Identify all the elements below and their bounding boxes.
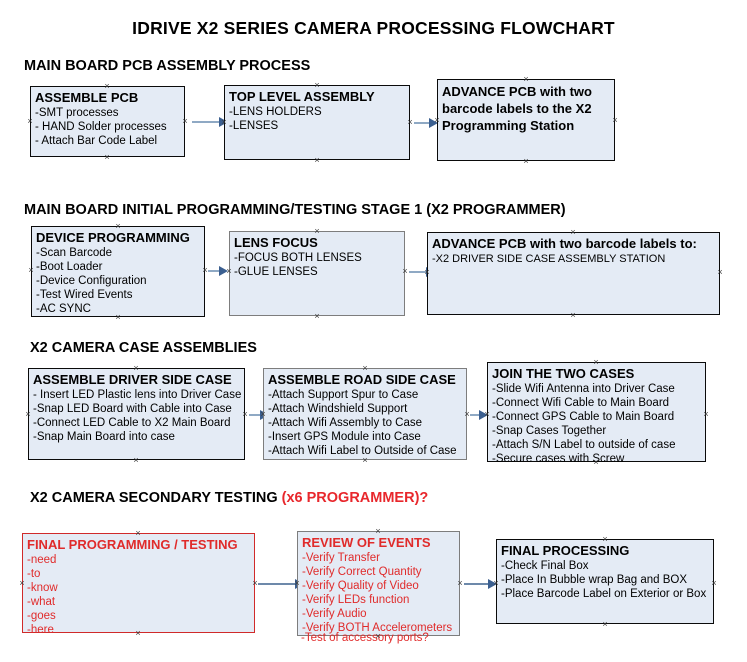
node-review-of-events[interactable]: REVIEW OF EVENTS -Verify Transfer -Verif… <box>297 531 460 636</box>
arrow-device-programming-to-lens-focus <box>208 266 228 276</box>
node-line: -Boot Loader <box>36 261 103 273</box>
arrow-assemble-pcb-to-top-level-assembly <box>192 117 228 127</box>
node-title: REVIEW OF EVENTS <box>302 535 431 550</box>
node-line: -Verify Audio <box>302 608 367 620</box>
node-title: FINAL PROCESSING <box>501 543 630 558</box>
node-line: -FOCUS BOTH LENSES <box>234 252 362 264</box>
node-title: ADVANCE PCB with two barcode labels to: <box>432 236 697 251</box>
node-line: -Verify Correct Quantity <box>302 566 422 578</box>
arrow-final-programming-to-review-of-events <box>258 579 304 589</box>
node-assemble-road-side-case[interactable]: ASSEMBLE ROAD SIDE CASE -Attach Support … <box>263 368 467 460</box>
node-line: -Attach Wifi Label to Outside of Case <box>268 445 457 457</box>
node-line: -to <box>27 568 41 580</box>
arrow-review-of-events-to-final-processing <box>464 579 497 589</box>
node-top-level-assembly[interactable]: TOP LEVEL ASSEMBLY -LENS HOLDERS -LENSES <box>224 85 410 160</box>
section-header-x2-camera-secondary-testing: X2 CAMERA SECONDARY TESTING (x6 PROGRAMM… <box>30 490 428 506</box>
node-line: - Insert LED Plastic lens into Driver Ca… <box>33 389 242 401</box>
node-line: -Snap Main Board into case <box>33 431 175 443</box>
node-line: -Verify Quality of Video <box>302 580 419 592</box>
node-line: -what <box>27 596 56 608</box>
node-line: -here <box>27 624 54 636</box>
node-line: -Attach S/N Label to outside of case <box>492 439 676 451</box>
node-title: ASSEMBLE PCB <box>35 90 139 105</box>
node-line: -Place Barcode Label on Exterior or Box <box>501 588 707 600</box>
node-title: FINAL PROGRAMMING / TESTING <box>27 537 238 552</box>
node-line: -Secure cases with Screw <box>492 453 625 465</box>
node-title: TOP LEVEL ASSEMBLY <box>229 89 375 104</box>
node-line: -Connect LED Cable to X2 Main Board <box>33 417 231 429</box>
node-line: -Verify Transfer <box>302 552 380 564</box>
node-line: -Place In Bubble wrap Bag and BOX <box>501 574 688 586</box>
node-line: - HAND Solder processes <box>35 121 167 133</box>
node-join-the-two-cases[interactable]: JOIN THE TWO CASES -Slide Wifi Antenna i… <box>487 362 706 465</box>
node-line: -Connect Wifi Cable to Main Board <box>492 397 670 409</box>
section-header-accent: (x6 PROGRAMMER)? <box>281 490 429 506</box>
section-header-main-board-initial-programming-testing-stage-1: MAIN BOARD INITIAL PROGRAMMING/TESTING S… <box>24 202 566 218</box>
node-line: -know <box>27 582 58 594</box>
node-line: -Verify BOTH Accelerometers <box>302 622 453 634</box>
arrow-lens-focus-to-advance-pcb <box>409 267 435 277</box>
node-line: -SMT processes <box>35 107 119 119</box>
section-header-x2-camera-case-assemblies: X2 CAMERA CASE ASSEMBLIES <box>30 340 257 356</box>
arrow-top-level-assembly-to-advance-pcb <box>414 118 438 128</box>
node-line: -Scan Barcode <box>36 247 113 259</box>
node-line: -LENSES <box>229 120 279 132</box>
node-line-overflow: -Test of accessory ports? <box>301 632 429 644</box>
node-line: -need <box>27 554 57 566</box>
node-final-processing[interactable]: FINAL PROCESSING -Check Final Box -Place… <box>496 539 714 624</box>
node-title: ASSEMBLE DRIVER SIDE CASE <box>33 372 232 387</box>
node-line: -Attach Support Spur to Case <box>268 389 419 401</box>
section-header-text: X2 CAMERA CASE ASSEMBLIES <box>30 340 257 356</box>
node-line: -Attach Windshield Support <box>268 403 408 415</box>
section-header-text: MAIN BOARD INITIAL PROGRAMMING/TESTING S… <box>24 202 566 218</box>
arrow-road-side-case-to-join-two-cases <box>470 410 488 420</box>
node-line: -Slide Wifi Antenna into Driver Case <box>492 383 675 395</box>
node-advance-pcb-to-driver-side-case-assembly[interactable]: ADVANCE PCB with two barcode labels to: … <box>427 232 720 315</box>
node-line: -Attach Wifi Assembly to Case <box>268 417 423 429</box>
node-device-programming[interactable]: DEVICE PROGRAMMING -Scan Barcode -Boot L… <box>31 226 205 317</box>
node-line: -goes <box>27 610 56 622</box>
node-advance-pcb-to-x2-programming-station[interactable]: ADVANCE PCB with two barcode labels to t… <box>437 79 615 161</box>
node-line: -Test Wired Events <box>36 289 133 301</box>
node-title: JOIN THE TWO CASES <box>492 366 635 381</box>
section-header-main-board-pcb-assembly-process: MAIN BOARD PCB ASSEMBLY PROCESS <box>24 58 310 74</box>
node-title: LENS FOCUS <box>234 235 318 250</box>
node-line: -Insert GPS Module into Case <box>268 431 421 443</box>
node-title: ADVANCE PCB with two barcode labels to t… <box>442 84 592 133</box>
node-line: -AC SYNC <box>36 303 91 315</box>
node-final-programming-testing[interactable]: FINAL PROGRAMMING / TESTING -need -to -k… <box>22 533 255 636</box>
node-line: -Connect GPS Cable to Main Board <box>492 411 675 423</box>
section-header-text: X2 CAMERA SECONDARY TESTING <box>30 490 282 506</box>
page-title: IDRIVE X2 SERIES CAMERA PROCESSING FLOWC… <box>132 18 615 38</box>
node-line: -Snap Cases Together <box>492 425 607 437</box>
node-line: -Device Configuration <box>36 275 147 287</box>
node-line: - Attach Bar Code Label <box>35 135 158 147</box>
node-line: -X2 DRIVER SIDE CASE ASSEMBLY STATION <box>432 253 666 265</box>
section-header-text: MAIN BOARD PCB ASSEMBLY PROCESS <box>24 58 311 74</box>
node-lens-focus[interactable]: LENS FOCUS -FOCUS BOTH LENSES -GLUE LENS… <box>229 231 405 316</box>
node-line: -Verify LEDs function <box>302 594 410 606</box>
node-assemble-pcb[interactable]: ASSEMBLE PCB -SMT processes - HAND Solde… <box>30 86 185 157</box>
node-title: DEVICE PROGRAMMING <box>36 230 190 245</box>
node-title: ASSEMBLE ROAD SIDE CASE <box>268 372 456 387</box>
node-line: -GLUE LENSES <box>234 266 318 278</box>
node-line: -Snap LED Board with Cable into Case <box>33 403 232 415</box>
node-line: -LENS HOLDERS <box>229 106 322 118</box>
node-line: -Check Final Box <box>501 560 589 572</box>
arrow-driver-side-case-to-road-side-case <box>249 410 269 420</box>
node-assemble-driver-side-case[interactable]: ASSEMBLE DRIVER SIDE CASE - Insert LED P… <box>28 368 245 460</box>
